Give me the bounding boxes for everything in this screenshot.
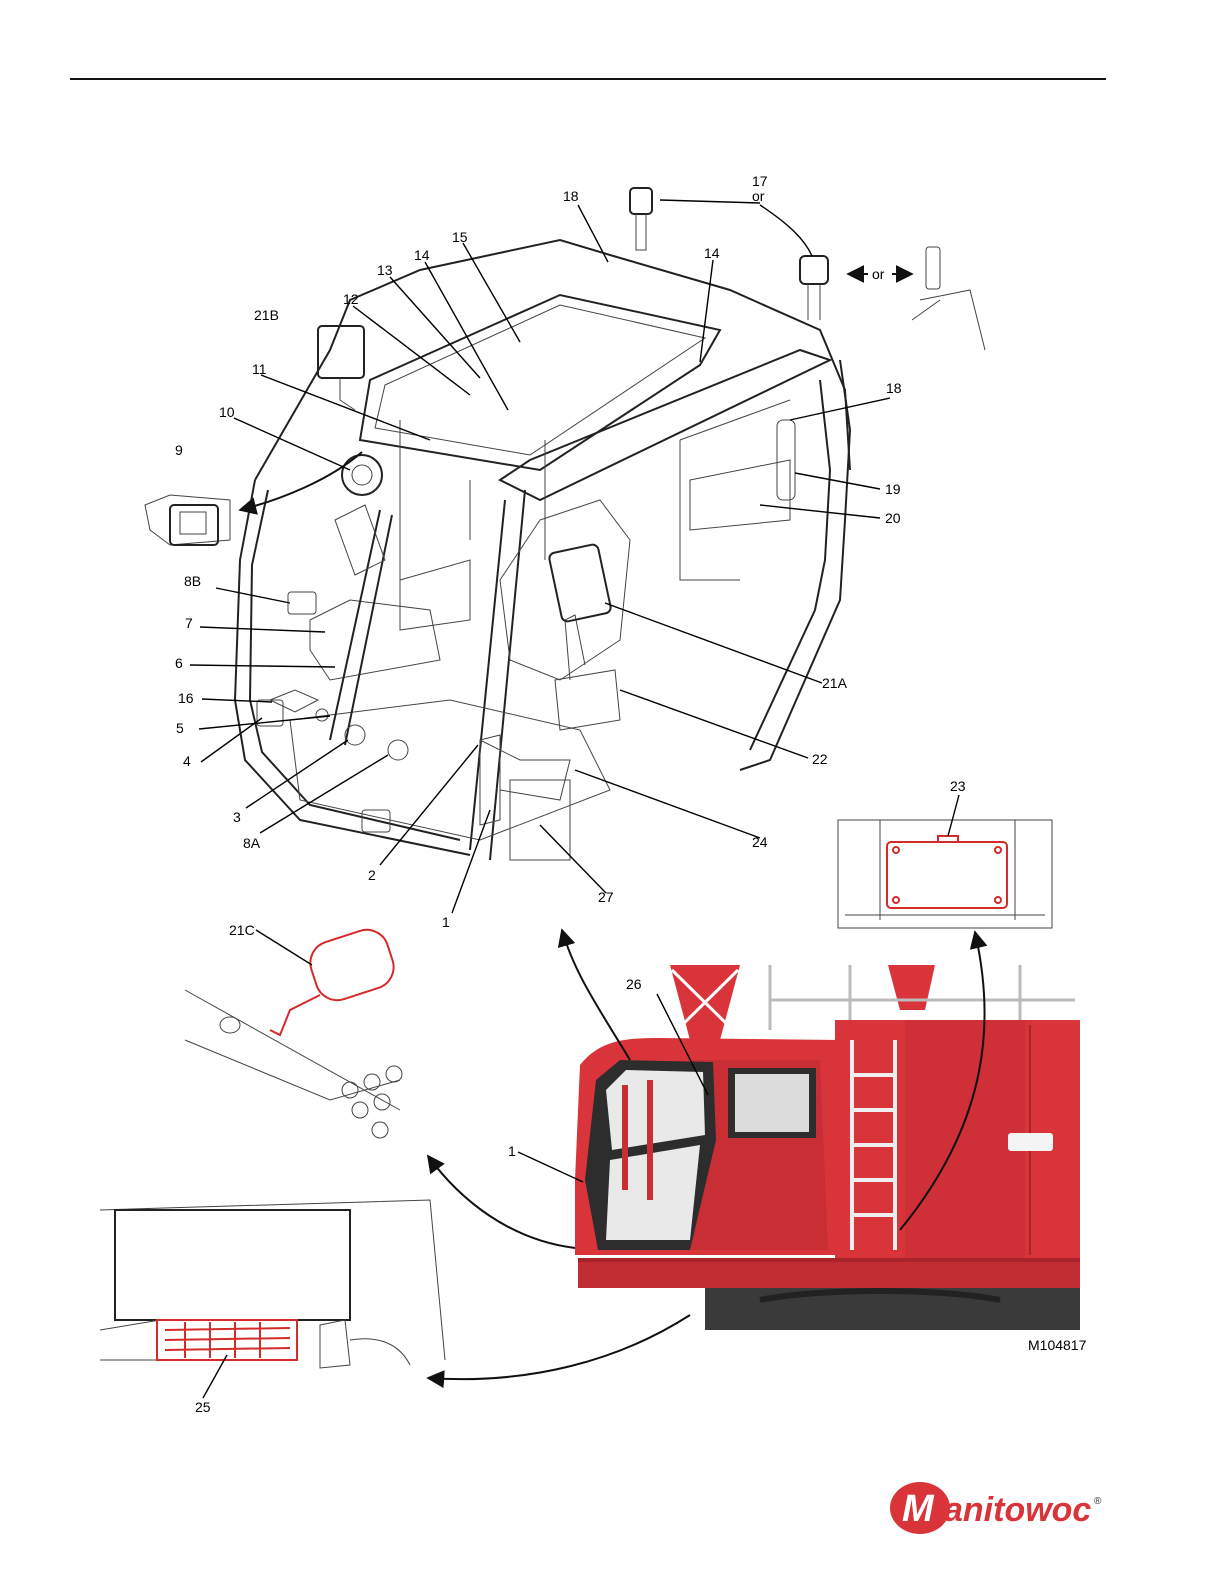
callout-21a: 21A (822, 675, 848, 691)
inset-25-heater (100, 1200, 445, 1368)
callout-25: 25 (195, 1399, 211, 1415)
callout-18-top: 18 (563, 188, 579, 204)
callout-20: 20 (885, 510, 901, 526)
callout-21b: 21B (254, 307, 279, 323)
callout-2: 2 (368, 867, 376, 883)
svg-text:M: M (902, 1488, 935, 1530)
callout-14-right: 14 (704, 245, 720, 261)
callout-9: 9 (175, 442, 183, 458)
callout-7: 7 (185, 615, 193, 631)
callout-23: 23 (950, 778, 966, 794)
callout-10: 10 (219, 404, 235, 420)
callout-3: 3 (233, 809, 241, 825)
callout-11: 11 (252, 361, 267, 377)
callout-22: 22 (812, 751, 828, 767)
callout-13: 13 (377, 262, 393, 278)
manitowoc-logo: M anitowoc ® (888, 1478, 1108, 1538)
callout-8a: 8A (243, 835, 261, 851)
inset-21c-mirror (185, 924, 402, 1138)
callout-1-photo: 1 (508, 1143, 516, 1159)
callout-18-right: 18 (886, 380, 902, 396)
svg-text:®: ® (1094, 1496, 1102, 1507)
inset-23-access-panel (838, 820, 1052, 928)
callout-17: 17 (752, 173, 768, 189)
callout-14-left: 14 (414, 247, 430, 263)
callout-5: 5 (176, 720, 184, 736)
callout-16: 16 (178, 690, 194, 706)
figure-id: M104817 (1028, 1337, 1087, 1353)
inset-9-monitor (145, 495, 230, 545)
callout-8b: 8B (184, 573, 201, 589)
callout-1-top: 1 (442, 914, 450, 930)
callout-26: 26 (626, 976, 642, 992)
svg-text:anitowoc: anitowoc (944, 1491, 1091, 1529)
callout-27: 27 (598, 889, 614, 905)
callout-6: 6 (175, 655, 183, 671)
callout-4: 4 (183, 753, 191, 769)
callout-21c: 21C (229, 922, 255, 938)
callout-24: 24 (752, 834, 768, 850)
cab-interior-drawing (235, 188, 985, 860)
callout-12: 12 (343, 291, 359, 307)
callout-17-or: or (752, 188, 765, 204)
callout-19: 19 (885, 481, 901, 497)
callout-15: 15 (452, 229, 468, 245)
crane-upperworks-illustration (575, 965, 1080, 1330)
alternate-beacon-or: or (872, 266, 885, 282)
